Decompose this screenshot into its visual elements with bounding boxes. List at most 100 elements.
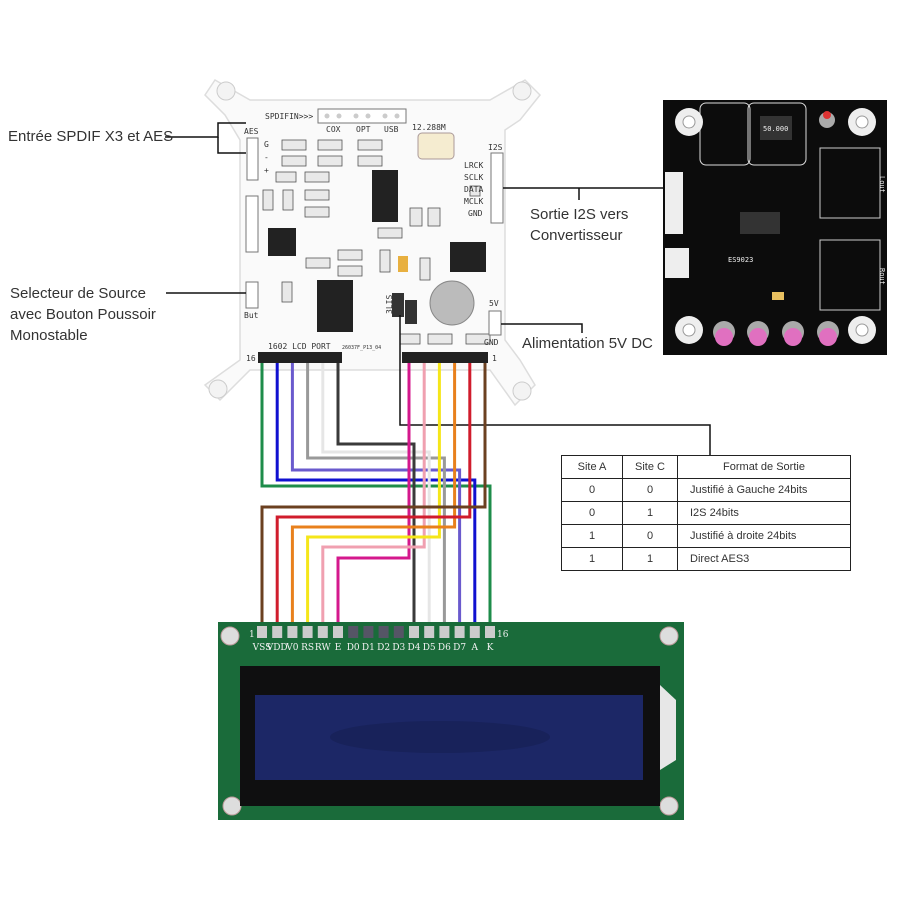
lcd-pin-label-d6: D6 bbox=[438, 643, 451, 653]
wire-14-to-d7 bbox=[290, 363, 462, 628]
lcd-header-left bbox=[258, 352, 342, 363]
mount-hole bbox=[216, 81, 236, 101]
cell-format: Justifié à Gauche 24bits bbox=[677, 478, 851, 502]
wire-5-to-rw bbox=[321, 363, 426, 628]
i2s-pin-data: DATA bbox=[464, 185, 483, 194]
wire-16-to-k bbox=[260, 363, 492, 628]
lcd-pin-label-d4: D4 bbox=[408, 643, 421, 653]
lcd-pin-label-v0: V0 bbox=[285, 643, 298, 653]
jumper bbox=[392, 293, 404, 317]
aes-pin-g: G bbox=[264, 140, 269, 149]
lcd-pin bbox=[317, 626, 328, 638]
col-header-site-c: Site C bbox=[622, 455, 678, 479]
rout-label: Rout bbox=[878, 268, 886, 285]
oscillator bbox=[760, 116, 792, 140]
cell-site-c: 1 bbox=[622, 547, 678, 571]
lcd-pin-label-rw: RW bbox=[315, 643, 332, 653]
power-header bbox=[488, 310, 502, 336]
wire-1-to-vss bbox=[260, 363, 487, 628]
table-row: 1 1 Direct AES3 bbox=[561, 547, 851, 571]
cell-site-a: 0 bbox=[561, 501, 623, 525]
cell-format: Direct AES3 bbox=[677, 547, 851, 571]
output-format-table: Site A Site C Format de Sortie 0 0 Justi… bbox=[561, 455, 851, 571]
button-header bbox=[245, 281, 259, 309]
lcd-pin bbox=[378, 626, 389, 638]
mount-hole bbox=[208, 379, 228, 399]
callout-spdif-input: Entrée SPDIF X3 et AES bbox=[8, 128, 174, 145]
power-pin-gnd: GND bbox=[484, 338, 499, 347]
aes-label: AES bbox=[244, 127, 259, 136]
callout-lines bbox=[165, 122, 711, 455]
lcd-pin-16-marker: 16 bbox=[497, 630, 509, 640]
lcd-pin bbox=[287, 626, 298, 638]
callout-i2s-output: Sortie I2S vers Convertisseur bbox=[530, 204, 628, 246]
dac-chip bbox=[740, 212, 780, 234]
dac-chip-label: ES9023 bbox=[728, 256, 753, 264]
i2s-pin-lrck: LRCK bbox=[464, 161, 483, 170]
jumper bbox=[405, 300, 417, 324]
lcd-pin bbox=[363, 626, 374, 638]
wires bbox=[260, 363, 492, 628]
lcd-header-right bbox=[402, 352, 488, 363]
aes-pin-minus: - bbox=[264, 153, 269, 162]
callout-source-selector: Selecteur de Source avec Bouton Poussoir… bbox=[10, 283, 156, 346]
regulator bbox=[450, 242, 486, 272]
input-label-opt: OPT bbox=[356, 125, 371, 134]
lcd-pin-label-a: A bbox=[471, 643, 479, 653]
cell-site-a: 1 bbox=[561, 547, 623, 571]
header-pin-1: 1 bbox=[492, 354, 497, 363]
oscillator-label: 50.000 bbox=[763, 125, 788, 133]
cell-site-c: 0 bbox=[622, 478, 678, 502]
callout-i2s-output-line1: Sortie I2S vers bbox=[530, 206, 629, 223]
i2s-pin-sclk: SCLK bbox=[464, 173, 483, 182]
lcd-pin-label-d5: D5 bbox=[423, 643, 436, 653]
lcd-pin bbox=[393, 626, 404, 638]
wire-12-to-d5 bbox=[321, 363, 431, 628]
power-pin-5v: 5V bbox=[489, 299, 499, 308]
wire-4-to-rs bbox=[306, 363, 441, 628]
spdifin-label: SPDIFIN>>> bbox=[265, 112, 313, 121]
lcd-pin-label-rs: RS bbox=[301, 643, 314, 653]
lcd-pin bbox=[424, 626, 435, 638]
wire-13-to-d6 bbox=[306, 363, 446, 628]
lcd-pin bbox=[333, 626, 343, 638]
lcd-pin bbox=[469, 626, 480, 638]
table-row: 1 0 Justifié à droite 24bits bbox=[561, 524, 851, 548]
wire-3-to-v0 bbox=[290, 363, 457, 628]
ic-chip bbox=[268, 228, 296, 256]
lcd-pin-label-d0: D0 bbox=[347, 643, 360, 653]
input-label-usb: USB bbox=[384, 125, 399, 134]
lcd-pin bbox=[454, 626, 465, 638]
col-header-format: Format de Sortie bbox=[677, 455, 851, 479]
i2s-pin-mclk: MCLK bbox=[464, 197, 483, 206]
table-header-row: Site A Site C Format de Sortie bbox=[561, 455, 851, 479]
button-label: But bbox=[244, 311, 259, 320]
ic-chip bbox=[317, 280, 353, 332]
header-pin-16: 16 bbox=[246, 354, 256, 363]
i2s-label: I2S bbox=[488, 143, 503, 152]
cell-site-a: 0 bbox=[561, 478, 623, 502]
main-board: SPDIFIN>>> COX OPT USB 12.288M AES G - + bbox=[203, 79, 542, 407]
lcd-pin-label-d1: D1 bbox=[362, 643, 375, 653]
lcd-pin bbox=[272, 626, 283, 638]
lcd-pin-label-vss: VSS bbox=[252, 643, 272, 653]
mount-hole bbox=[512, 81, 532, 101]
wire-15-to-a bbox=[275, 363, 477, 628]
lcd-pin bbox=[485, 626, 495, 638]
cell-format: Justifié à droite 24bits bbox=[677, 524, 851, 548]
wire-11-to-d4 bbox=[336, 363, 416, 628]
lcd-pin-label-d3: D3 bbox=[392, 643, 405, 653]
col-header-site-a: Site A bbox=[561, 455, 623, 479]
cell-site-a: 1 bbox=[561, 524, 623, 548]
crystal-label: 12.288M bbox=[412, 123, 446, 132]
cell-format: I2S 24bits bbox=[677, 501, 851, 525]
lout-label: Lout bbox=[878, 176, 886, 193]
wire-2-to-vdd bbox=[275, 363, 472, 628]
ic-chip bbox=[372, 170, 398, 222]
input-label-cox: COX bbox=[326, 125, 341, 134]
jumper-label: 3LIS bbox=[385, 295, 394, 314]
wire-6-to-e bbox=[336, 363, 411, 628]
tantalum-cap bbox=[398, 256, 408, 272]
lcd-pin-1-marker: 1 bbox=[249, 630, 255, 640]
i2s-connector bbox=[665, 172, 683, 234]
